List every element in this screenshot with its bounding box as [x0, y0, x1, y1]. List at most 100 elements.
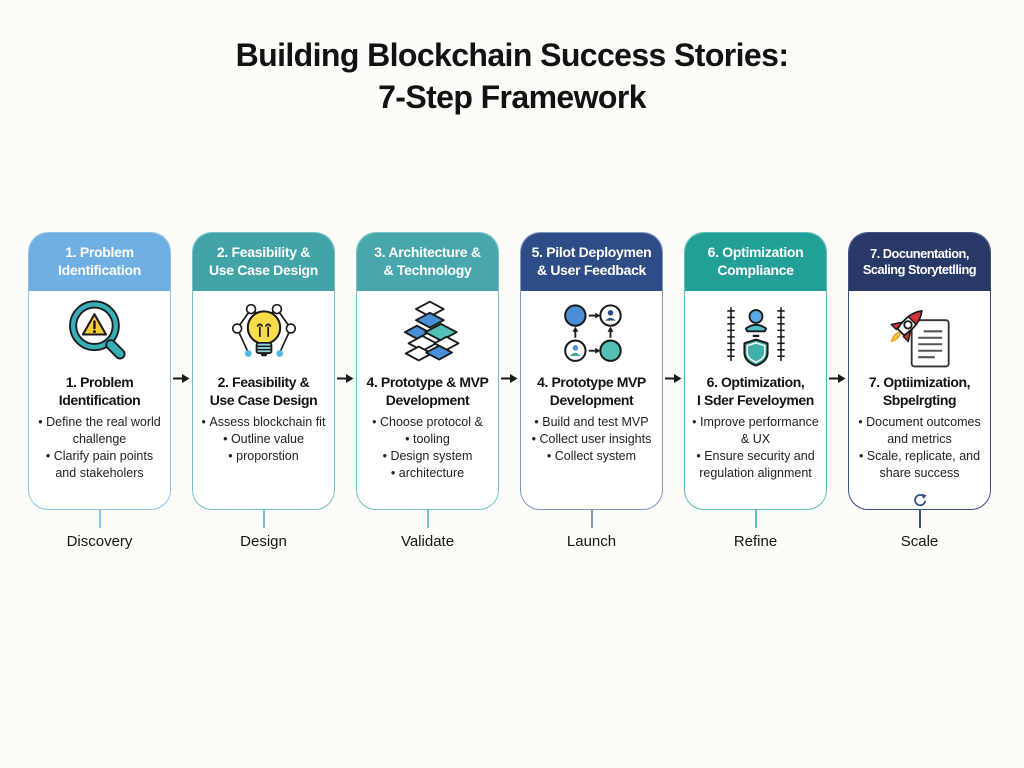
step-header: 6. Optimization Compliance	[685, 233, 826, 291]
step-body: 4. Prototype & MVP Development Choose pr…	[357, 291, 498, 481]
step-card: 6. Optimization Compliance 6. Optimizati…	[684, 232, 827, 510]
refresh-icon	[912, 492, 928, 508]
step-header: 3. Architecture & & Technology	[357, 233, 498, 291]
step-title-line-2: Identification	[58, 392, 141, 409]
step-header-line-1: 5. Pilot Deploymen	[531, 244, 652, 261]
step-header-line-1: 6. Optimization	[707, 244, 804, 261]
phase-label: Discovery	[66, 533, 133, 550]
step-title-line-1: 2. Feasibility &	[217, 374, 310, 390]
step-header-line-2: & Technology	[383, 262, 472, 278]
step-body: 2. Feasibility & Use Case Design Assess …	[193, 291, 334, 465]
step-card: 3. Architecture & & Technology 4. Protot…	[356, 232, 499, 510]
step-column: 3. Architecture & & Technology 4. Protot…	[356, 232, 499, 550]
step-header-line-1: 1. Problem	[65, 244, 134, 261]
step-header-line-2: Compliance	[717, 262, 794, 278]
step-header-line-1: 2. Feasibility &	[216, 244, 311, 261]
bullet-item: Ensure security and regulation alignment	[690, 448, 821, 482]
arrow-right-icon	[829, 374, 846, 383]
bullet-item: Collect user insights	[526, 431, 657, 448]
step-column: 2. Feasibility & Use Case Design 2. Feas…	[192, 232, 335, 550]
step-column: 5. Pilot Deploymen & User Feedback 4. Pr…	[520, 232, 663, 550]
bullet-list: Choose protocol &toolingDesign systemarc…	[357, 414, 498, 481]
page-title-line-2: 7-Step Framework	[378, 79, 646, 116]
bullet-item: Outline value	[198, 431, 329, 448]
phase-label: Refine	[733, 533, 778, 550]
phase-label: Design	[240, 533, 287, 550]
step-connector	[171, 232, 192, 550]
step-header: 5. Pilot Deploymen & User Feedback	[521, 233, 662, 291]
step-title-line-1: 4. Prototype MVP	[537, 374, 646, 390]
magnifier-warning-icon	[63, 298, 137, 372]
step-title-line-2: Development	[385, 392, 470, 409]
step-header: 2. Feasibility & Use Case Design	[193, 233, 334, 291]
step-column: 7. Docunentation, Scaling Storytetlling …	[848, 232, 991, 550]
step-body: 1. Problem Identification Define the rea…	[29, 291, 170, 481]
phase-label: Validate	[400, 533, 455, 550]
bullet-list: Document outcomes and metricsScale, repl…	[849, 414, 990, 481]
step-header-line-2: Identification	[58, 262, 141, 278]
step-header-line-1: 3. Architecture &	[374, 244, 481, 261]
step-title: 6. Optimization, I Sder Feveloymen	[685, 373, 826, 409]
bullet-item: Improve performance & UX	[690, 414, 821, 448]
step-header: 1. Problem Identification	[29, 233, 170, 291]
step-header-line-2: & User Feedback	[536, 262, 647, 278]
step-title: 1. Problem Identification	[29, 373, 170, 409]
step-connector	[663, 232, 684, 550]
step-header: 7. Docunentation, Scaling Storytetlling	[849, 233, 990, 291]
step-header-line-1: 7. Docunentation,	[870, 245, 969, 261]
bullet-item: Define the real world challenge	[34, 414, 165, 448]
page-title-line-1: Building Blockchain Success Stories:	[235, 37, 789, 73]
step-title: 4. Prototype & MVP Development	[357, 373, 498, 409]
step-title-line-1: 4. Prototype & MVP	[366, 374, 489, 390]
step-title-line-2: I Sder Feveloymen	[697, 392, 814, 409]
layers-icon	[391, 298, 465, 372]
connector-tick	[426, 510, 429, 528]
arrow-right-icon	[501, 374, 518, 383]
bullet-item: tooling	[362, 431, 493, 448]
step-header-line-2: Use Case Design	[208, 262, 319, 278]
bullet-item: Design system	[362, 448, 493, 465]
bullet-list: Improve performance & UXEnsure security …	[685, 414, 826, 481]
step-header-line-2: Scaling Storytetlling	[862, 262, 977, 277]
step-card: 1. Problem Identification 1. Problem Ide…	[28, 232, 171, 510]
connector-tick	[918, 510, 921, 528]
bullet-item: proporstion	[198, 448, 329, 465]
bullet-item: Choose protocol &	[362, 414, 493, 431]
step-title-line-2: Use Case Design	[209, 392, 318, 409]
step-title: 4. Prototype MVP Development	[521, 373, 662, 409]
bullet-item: Scale, replicate, and share success	[854, 448, 985, 482]
step-column: 1. Problem Identification 1. Problem Ide…	[28, 232, 171, 550]
bullet-list: Build and test MVPCollect user insightsC…	[521, 414, 662, 464]
step-card: 5. Pilot Deploymen & User Feedback 4. Pr…	[520, 232, 663, 510]
connector-tick	[754, 510, 757, 528]
bullet-list: Define the real world challengeClarify p…	[29, 414, 170, 481]
step-connector	[827, 232, 848, 550]
user-cycle-icon	[555, 298, 629, 372]
bullet-item: Build and test MVP	[526, 414, 657, 431]
connector-tick	[98, 510, 101, 528]
step-body: 7. Optiimization, Sbpelrgting Document o…	[849, 291, 990, 481]
phase-label: Scale	[900, 533, 939, 550]
rocket-document-icon	[883, 298, 957, 372]
page-title: Building Blockchain Success Stories: 7-S…	[0, 34, 1024, 118]
step-title-line-1: 6. Optimization,	[706, 374, 805, 390]
step-card: 7. Docunentation, Scaling Storytetlling …	[848, 232, 991, 510]
bullet-item: Clarify pain points and stakeholers	[34, 448, 165, 482]
arrow-right-icon	[173, 374, 190, 383]
steps-row: 1. Problem Identification 1. Problem Ide…	[28, 232, 991, 550]
step-column: 6. Optimization Compliance 6. Optimizati…	[684, 232, 827, 550]
step-connector	[335, 232, 356, 550]
step-title-line-2: Sbpelrgting	[882, 392, 957, 409]
bullet-item: Document outcomes and metrics	[854, 414, 985, 448]
bullet-item: architecture	[362, 465, 493, 482]
step-title-line-1: 1. Problem	[65, 374, 134, 390]
connector-tick	[262, 510, 265, 528]
idea-network-icon	[227, 298, 301, 372]
bullet-item: Assess blockchain fit	[198, 414, 329, 431]
shield-user-icon	[719, 298, 793, 372]
arrow-right-icon	[337, 374, 354, 383]
step-title: 7. Optiimization, Sbpelrgting	[849, 373, 990, 409]
arrow-right-icon	[665, 374, 682, 383]
connector-tick	[590, 510, 593, 528]
step-title: 2. Feasibility & Use Case Design	[193, 373, 334, 409]
